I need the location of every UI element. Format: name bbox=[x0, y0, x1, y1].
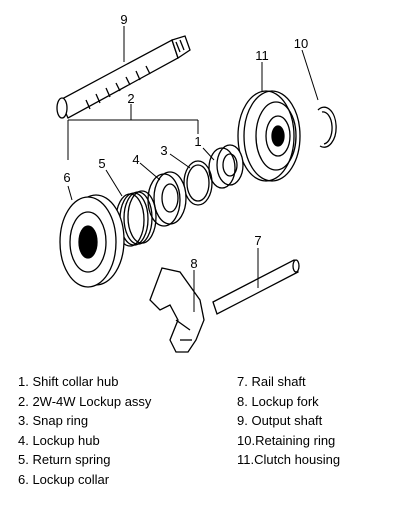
retaining-ring bbox=[317, 106, 337, 148]
callout-10: 10 bbox=[294, 36, 308, 51]
legend-item: 8. Lockup fork bbox=[237, 393, 319, 409]
callout-4: 4 bbox=[132, 152, 139, 167]
legend-item: 4. Lockup hub bbox=[18, 432, 100, 448]
snap-ring bbox=[183, 160, 213, 206]
legend-item: 5. Return spring bbox=[18, 452, 111, 467]
lockup-collar bbox=[59, 194, 125, 288]
legend-item: 11.Clutch housing bbox=[237, 452, 341, 467]
legend-item: 7. Rail shaft bbox=[237, 374, 306, 389]
legend-item: 3. Snap ring bbox=[18, 413, 89, 428]
legend-item: 6. Lockup collar bbox=[18, 471, 110, 487]
callout-1: 1 bbox=[194, 134, 201, 149]
output-shaft bbox=[56, 35, 191, 119]
legend-item: 1. Shift collar hub bbox=[18, 374, 119, 389]
callout-6: 6 bbox=[63, 170, 70, 185]
callout-3: 3 bbox=[160, 143, 167, 158]
callout-9: 9 bbox=[120, 12, 127, 27]
lockup-hub bbox=[147, 171, 187, 227]
legend-item: 9. Output shaft bbox=[237, 413, 323, 428]
callout-5: 5 bbox=[98, 156, 105, 171]
exploded-parts-diagram: 1 2 3 4 5 6 7 8 9 10 11 bbox=[56, 12, 337, 353]
clutch-housing bbox=[237, 90, 301, 182]
leader-lines bbox=[67, 26, 319, 312]
rail-shaft bbox=[212, 259, 300, 315]
shift-collar-hub bbox=[208, 144, 244, 189]
legend-item: 10.Retaining ring bbox=[237, 432, 336, 448]
callout-2: 2 bbox=[127, 91, 134, 106]
callout-7: 7 bbox=[254, 233, 261, 248]
legend-right: 7. Rail shaft 8. Lockup fork 9. Output s… bbox=[237, 372, 340, 470]
callout-11: 11 bbox=[255, 48, 269, 63]
lockup-fork bbox=[149, 267, 205, 353]
callout-8: 8 bbox=[190, 256, 197, 271]
legend-item: 2. 2W-4W Lockup assy bbox=[18, 393, 152, 409]
legend-left: 1. Shift collar hub 2. 2W-4W Lockup assy… bbox=[18, 372, 151, 489]
